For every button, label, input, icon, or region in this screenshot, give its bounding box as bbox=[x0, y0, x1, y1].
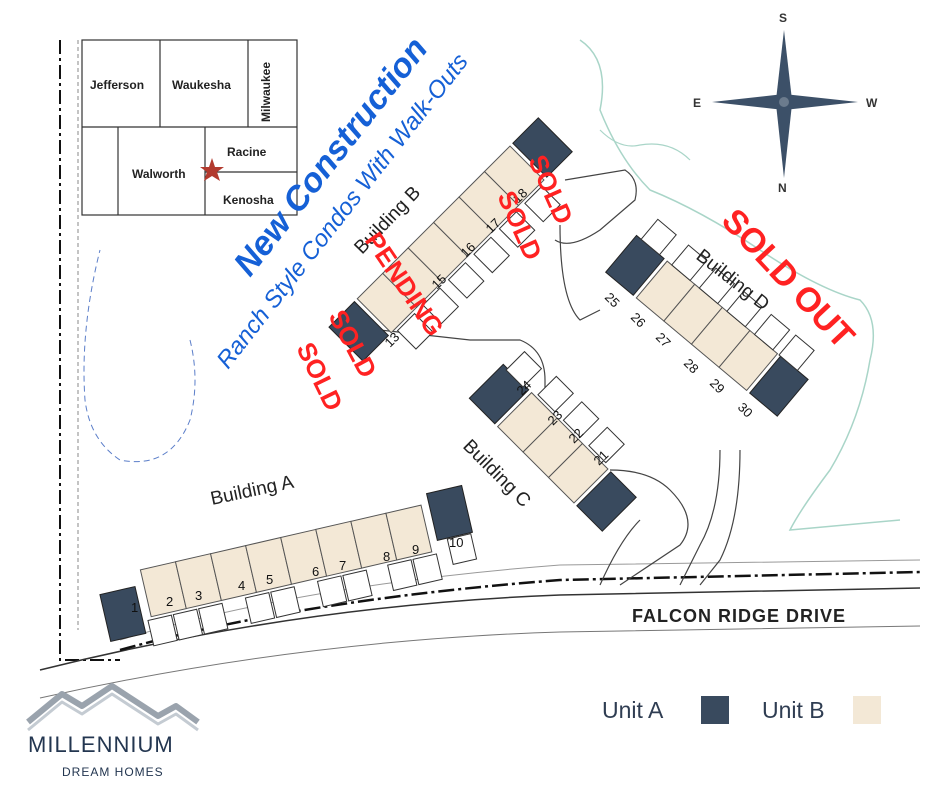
county-kenosha: Kenosha bbox=[223, 193, 274, 207]
legend-unit-b-label: Unit B bbox=[762, 697, 825, 723]
unit-number: 29 bbox=[707, 376, 728, 397]
compass-e: E bbox=[693, 96, 701, 110]
unit-number: 5 bbox=[266, 572, 273, 587]
brand-name: MILLENNIUM bbox=[28, 732, 174, 757]
compass-n: N bbox=[778, 181, 787, 195]
driveway bbox=[559, 224, 601, 321]
location-star-icon bbox=[200, 158, 224, 181]
compass-w: W bbox=[866, 96, 878, 110]
legend-unit-b-swatch bbox=[853, 696, 881, 724]
property-line bbox=[59, 40, 120, 661]
driveway bbox=[679, 449, 741, 586]
driveway bbox=[379, 329, 546, 400]
terrain-outline bbox=[599, 129, 691, 161]
unit-number: 25 bbox=[602, 290, 623, 311]
legend-unit-a-label: Unit A bbox=[602, 697, 664, 723]
unit-number: 4 bbox=[238, 578, 245, 593]
building-c: Building C 24 23 22 21 bbox=[458, 351, 637, 532]
unit-number: 1 bbox=[131, 600, 138, 615]
legend-unit-a-swatch bbox=[701, 696, 729, 724]
building-a-label: Building A bbox=[209, 472, 296, 510]
driveway bbox=[599, 469, 689, 586]
building-d: Building D 25 26 27 28 29 30 bbox=[602, 218, 815, 421]
unit-number: 6 bbox=[312, 564, 319, 579]
county-racine: Racine bbox=[227, 145, 267, 159]
driveway bbox=[554, 169, 637, 244]
unit-number: 3 bbox=[195, 588, 202, 603]
county-waukesha: Waukesha bbox=[172, 78, 231, 92]
unit-number: 27 bbox=[653, 330, 674, 351]
unit-number: 7 bbox=[339, 558, 346, 573]
county-milwaukee: Milwaukee bbox=[259, 62, 273, 122]
unit-number: 26 bbox=[628, 310, 649, 331]
unit-number: 8 bbox=[383, 549, 390, 564]
unit-number: 10 bbox=[449, 535, 463, 550]
county-walworth: Walworth bbox=[132, 167, 186, 181]
unit-number: 2 bbox=[166, 594, 173, 609]
unit-number: 9 bbox=[412, 542, 419, 557]
county-jefferson: Jefferson bbox=[90, 78, 144, 92]
brand-tagline: DREAM HOMES bbox=[62, 765, 164, 779]
county-inset-map: Jefferson Waukesha Milwaukee Walworth Ra… bbox=[81, 39, 298, 216]
unit-number: 30 bbox=[735, 400, 756, 421]
brand-logo: MILLENNIUM DREAM HOMES bbox=[26, 683, 200, 779]
terrain-outline bbox=[579, 39, 901, 531]
terrain-outline bbox=[83, 249, 196, 463]
mountain-logo-icon bbox=[26, 683, 200, 725]
building-a: Building A 1 2 3 4 5 6 7 8 9 10 bbox=[99, 472, 478, 647]
unit-number: 28 bbox=[681, 356, 702, 377]
legend: Unit A Unit B bbox=[602, 696, 881, 724]
compass-rose: S E W N bbox=[693, 11, 878, 195]
compass-s: S bbox=[779, 11, 787, 25]
road-name: FALCON RIDGE DRIVE bbox=[632, 606, 846, 626]
